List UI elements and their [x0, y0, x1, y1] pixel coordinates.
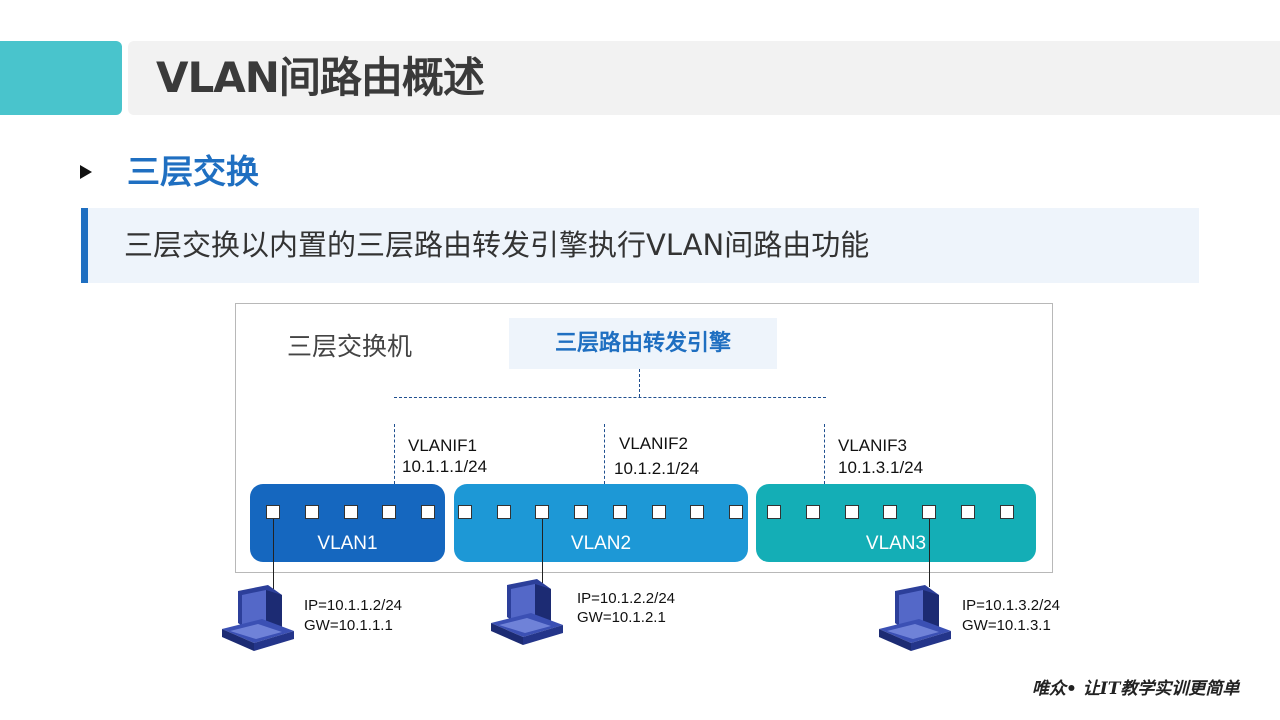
vlanif3-ip: 10.1.3.1/24 [838, 458, 924, 477]
switch-port [266, 505, 280, 519]
switch-port [767, 505, 781, 519]
host1-ip: IP=10.1.1.2/24 [304, 597, 402, 614]
computer-icon [222, 585, 294, 651]
vlanif2-connector-line [604, 424, 605, 484]
switch-port [535, 505, 549, 519]
page-title: VLAN间路由概述 [156, 53, 485, 102]
switch-port [729, 505, 743, 519]
vlan1-label: VLAN1 [317, 533, 378, 554]
host1-gateway: GW=10.1.1.1 [304, 617, 393, 634]
switch-port [574, 505, 588, 519]
vlan1-block [250, 484, 445, 562]
vlan2-label: VLAN2 [570, 533, 632, 554]
switch-port [652, 505, 666, 519]
computer-icon [879, 585, 951, 651]
description-box [81, 208, 1199, 283]
switch-port [382, 505, 396, 519]
description-accent-bar [81, 208, 88, 283]
engine-box [509, 318, 777, 369]
switch-port [922, 505, 936, 519]
vlanif3-connector-line [824, 424, 825, 484]
vlanif3-name: VLANIF3 [838, 436, 907, 455]
switch-port [845, 505, 859, 519]
switch-port [458, 505, 472, 519]
host3-cable [929, 519, 930, 587]
host2-ip: IP=10.1.2.2/24 [577, 590, 675, 607]
switch-port [305, 505, 319, 519]
host2-gateway: GW=10.1.2.1 [577, 609, 666, 626]
vlan3-label: VLAN3 [865, 533, 927, 554]
host1-cable [273, 519, 274, 589]
switch-port [1000, 505, 1014, 519]
switch-port [961, 505, 975, 519]
vlanif1-name: VLANIF1 [408, 436, 477, 455]
vlan3-block [756, 484, 1036, 562]
host2-cable [542, 519, 543, 583]
computer-icon [491, 579, 563, 645]
engine-connector-line [639, 369, 640, 397]
switch-label: 三层交换机 [287, 332, 413, 361]
vlan2-block [454, 484, 748, 562]
host3-gateway: GW=10.1.3.1 [962, 617, 1051, 634]
title-accent-block [0, 41, 122, 115]
switch-port [806, 505, 820, 519]
bullet-triangle-icon [80, 165, 92, 179]
switch-port [613, 505, 627, 519]
vlanif1-ip: 10.1.1.1/24 [402, 457, 488, 476]
switch-port [690, 505, 704, 519]
switch-port [344, 505, 358, 519]
vlanif2-ip: 10.1.2.1/24 [614, 459, 700, 478]
switch-port [883, 505, 897, 519]
section-heading: 三层交换 [127, 152, 259, 191]
description-text: 三层交换以内置的三层路由转发引擎执行VLAN间路由功能 [124, 228, 870, 262]
host3-ip: IP=10.1.3.2/24 [962, 597, 1060, 614]
switch-port [421, 505, 435, 519]
engine-label: 三层路由转发引擎 [554, 331, 731, 356]
footer-slogan: 唯众• 让IT教学实训更简单 [1032, 679, 1240, 699]
title-bar [128, 41, 1280, 115]
vlanif1-connector-line [394, 424, 395, 484]
switch-port [497, 505, 511, 519]
internal-bus-line [394, 397, 826, 398]
vlanif2-name: VLANIF2 [619, 434, 688, 453]
